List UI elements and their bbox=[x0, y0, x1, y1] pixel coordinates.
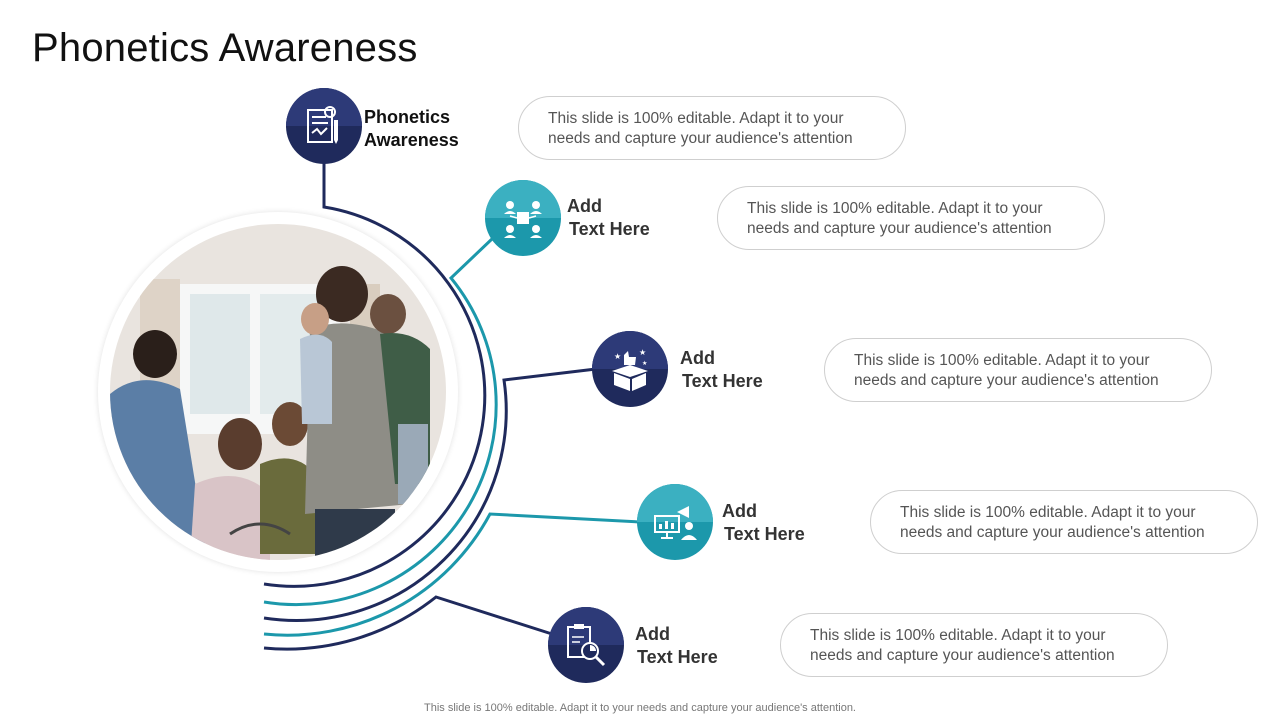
thumbs-up-box-icon: ★ ★ ★ bbox=[612, 348, 648, 391]
node-3-label: Add Text Here bbox=[680, 348, 763, 391]
team-network-icon bbox=[504, 201, 542, 238]
node-5-circle bbox=[548, 607, 624, 683]
arc-5 bbox=[263, 595, 553, 651]
footer-note: This slide is 100% editable. Adapt it to… bbox=[424, 702, 856, 714]
node-1-label: Phonetics Awareness bbox=[364, 107, 459, 150]
group-discussion-photo bbox=[110, 224, 446, 560]
presentation-megaphone-icon bbox=[654, 506, 697, 540]
description-pill-2: This slide is 100% editable. Adapt it to… bbox=[717, 186, 1105, 250]
arc-4 bbox=[263, 512, 641, 637]
svg-text:★: ★ bbox=[642, 360, 647, 367]
arc-2 bbox=[263, 236, 498, 607]
description-pill-5: This slide is 100% editable. Adapt it to… bbox=[780, 613, 1168, 677]
node-3-circle: ★ ★ ★ bbox=[592, 331, 668, 407]
description-pill-4: This slide is 100% editable. Adapt it to… bbox=[870, 490, 1258, 554]
node-4-label: Add Text Here bbox=[722, 501, 805, 544]
node-2-circle bbox=[485, 180, 561, 256]
node-2-label: Add Text Here bbox=[567, 196, 650, 239]
arc-1 bbox=[263, 160, 487, 588]
page-title: Phonetics Awareness bbox=[32, 26, 418, 70]
svg-text:★: ★ bbox=[639, 348, 646, 357]
node-5-label: Add Text Here bbox=[635, 624, 718, 667]
description-pill-1: This slide is 100% editable. Adapt it to… bbox=[518, 96, 906, 160]
description-pill-3: This slide is 100% editable. Adapt it to… bbox=[824, 338, 1212, 402]
document-settings-icon bbox=[307, 106, 338, 144]
node-1-circle bbox=[286, 88, 362, 164]
arc-3 bbox=[263, 367, 597, 622]
svg-text:★: ★ bbox=[614, 352, 621, 361]
report-magnifier-icon bbox=[567, 624, 606, 667]
node-4-circle bbox=[637, 484, 713, 560]
